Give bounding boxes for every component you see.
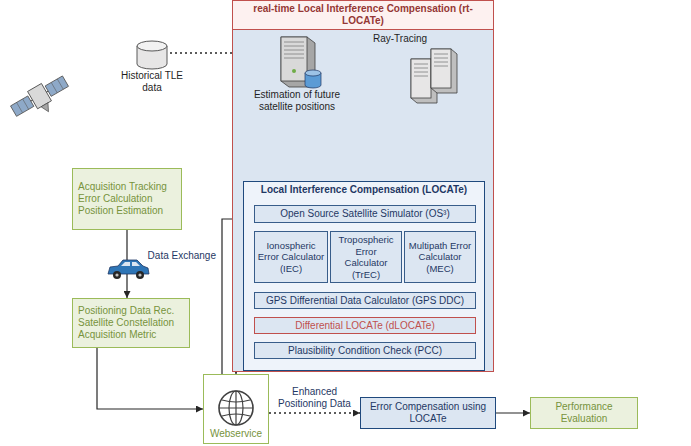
box-label: Plausibility Condition Check (PCC) (288, 345, 442, 357)
process-box: Differential LOCATe (dLOCATe) (254, 317, 476, 334)
box-label: Historical TLE data (120, 70, 184, 94)
step-box: Acquisition Tracking Error Calculation P… (72, 168, 182, 230)
database-icon (135, 40, 169, 70)
flow-arrow (97, 348, 203, 409)
box-label: Open Source Satellite Simulator (OS³) (280, 208, 450, 220)
process-box: Open Source Satellite Simulator (OS³) (254, 205, 476, 223)
box-label: Ionospheric Error Calculator (IEC) (257, 240, 325, 275)
server-node: Ray-Tracing (373, 33, 463, 133)
flow-arrow (496, 412, 530, 413)
frame-title: Local Interference Compensation (LOCATe) (244, 182, 484, 196)
box-label: GPS Differential Data Calculator (GPS DD… (266, 295, 464, 307)
globe-icon (216, 388, 256, 428)
box-label: Ray-Tracing (373, 33, 427, 45)
server-node: Estimation of future satellite positions (251, 33, 343, 133)
webservice-node: Webservice (203, 374, 269, 444)
frame-title: real-time Local Interference Compensatio… (233, 1, 493, 30)
box-label: Performance Evaluation (536, 401, 632, 425)
server-icon (267, 33, 327, 89)
process-box: Ionospheric Error Calculator (IEC) (254, 231, 328, 283)
box-label: Tropospheric Error Calculator (TrEC) (333, 234, 399, 280)
dashed-arrow (269, 412, 360, 414)
process-box: Plausibility Condition Check (PCC) (254, 342, 476, 359)
box-label: Positioning Data Rec. Satellite Constell… (78, 305, 184, 341)
server-icon (407, 45, 463, 105)
process-box: Multipath Error Calculator (MEC) (404, 231, 476, 283)
module-frame: Local Interference Compensation (LOCATe)… (243, 181, 485, 371)
car-icon (108, 260, 149, 279)
process-box: GPS Differential Data Calculator (GPS DD… (254, 292, 476, 309)
satellite-icon (9, 72, 75, 126)
step-box: Positioning Data Rec. Satellite Constell… (72, 298, 190, 348)
edge-label: Data Exchange (146, 250, 218, 262)
process-box: Tropospheric Error Calculator (TrEC) (330, 231, 402, 283)
step-box: Performance Evaluation (530, 397, 638, 429)
edge-label: Enhanced Positioning Data (274, 386, 356, 410)
database-node: Historical TLE data (120, 40, 184, 110)
box-label: Acquisition Tracking Error Calculation P… (78, 181, 176, 217)
box-label: Estimation of future satellite positions (251, 89, 343, 113)
box-label: Multipath Error Calculator (MEC) (407, 240, 473, 275)
process-box: Error Compensation using LOCATe (360, 397, 496, 429)
box-label: Differential LOCATe (dLOCATe) (295, 320, 435, 332)
box-label: Webservice (210, 428, 262, 440)
box-label: Error Compensation using LOCATe (366, 401, 490, 425)
system-frame: real-time Local Interference Compensatio… (232, 0, 494, 372)
